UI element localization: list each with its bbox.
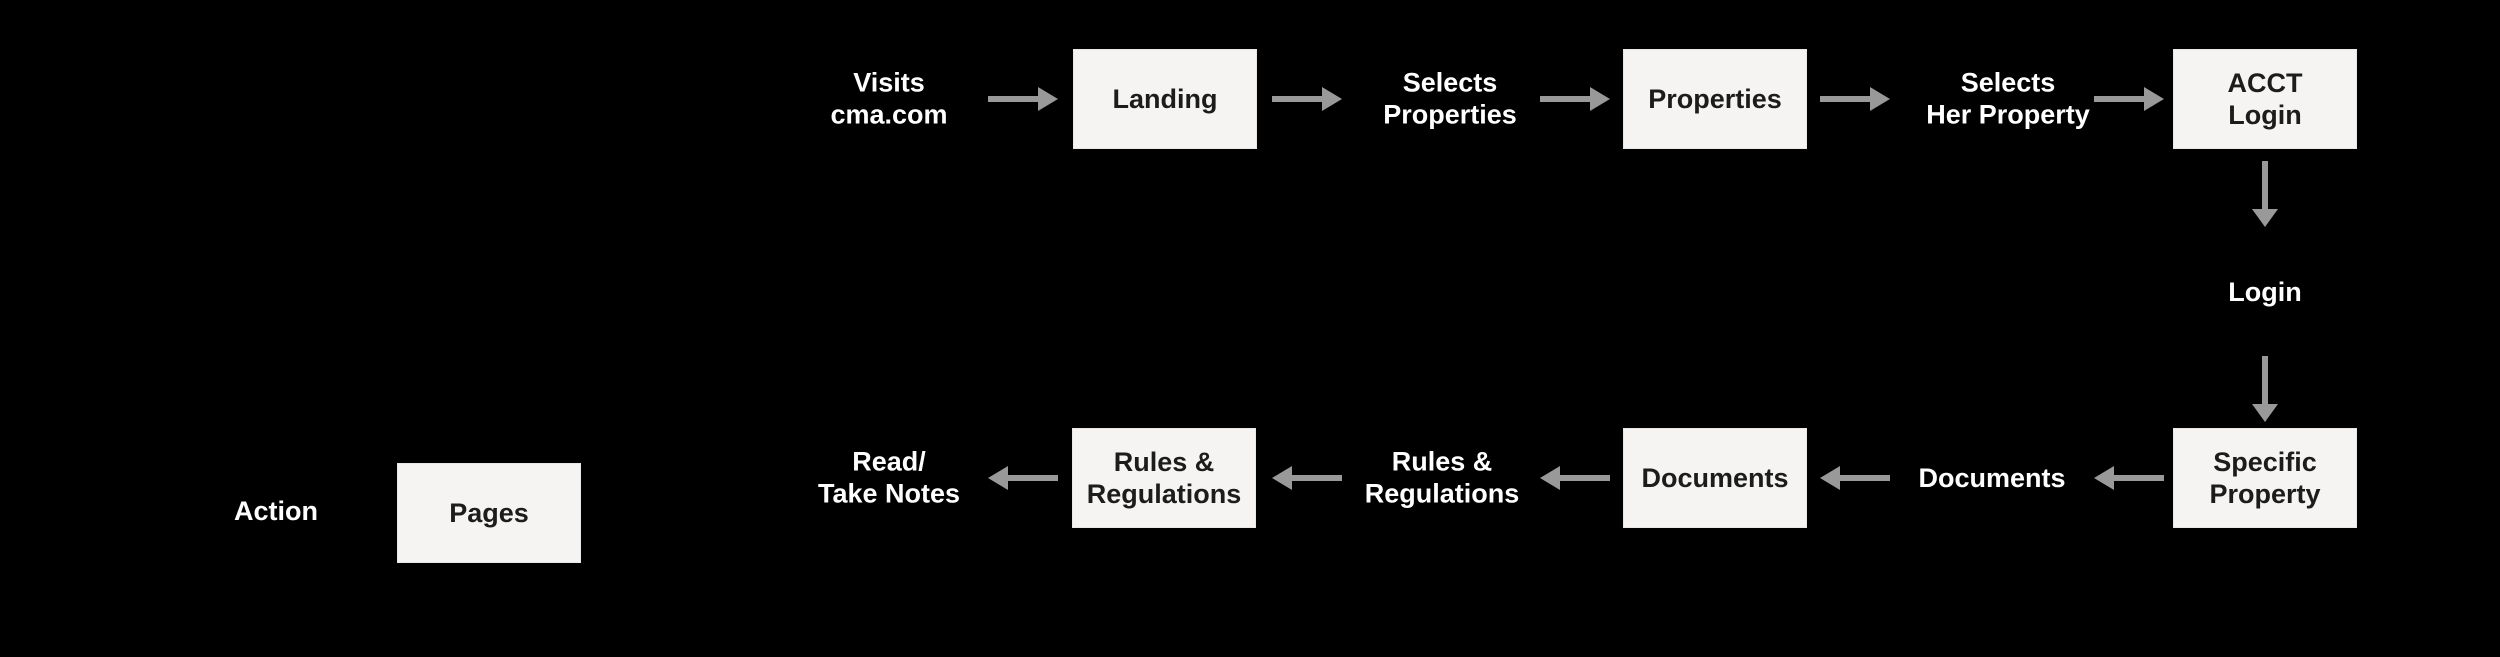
arrow-head [1590,87,1610,111]
page-box-landing: Landing [1073,49,1257,149]
arrow-shaft [1838,475,1890,481]
flow-label-documents: Documents [1918,462,2066,493]
arrow-shaft [2112,475,2164,481]
flow-label-rules-regulations: Rules & Regulations [1364,446,1520,509]
arrow-shaft [988,96,1040,102]
arrow-head [2252,404,2278,422]
arrow-head [1540,466,1560,490]
arrow-head [2144,87,2164,111]
arrow-head [988,466,1008,490]
arrow-down-icon [2252,356,2278,422]
arrow-shaft [1290,475,1342,481]
arrow-head [2252,209,2278,227]
page-box-properties: Properties [1623,49,1807,149]
flow-label-login: Login [2228,276,2302,307]
arrow-shaft [1558,475,1610,481]
legend-action-label: Action [234,495,318,526]
arrow-right-icon [1820,87,1890,111]
arrow-shaft [2262,161,2268,209]
arrow-left-icon [1540,466,1610,490]
arrow-head [1870,87,1890,111]
page-box-documents: Documents [1623,428,1807,528]
arrow-right-icon [1272,87,1342,111]
arrow-head [2094,466,2114,490]
arrow-right-icon [1540,87,1610,111]
arrow-shaft [2094,96,2146,102]
arrow-left-icon [2094,466,2164,490]
arrow-shaft [1820,96,1872,102]
arrow-down-icon [2252,161,2278,227]
arrow-right-icon [988,87,1058,111]
arrow-right-icon [2094,87,2164,111]
page-box-rules-regulations: Rules & Regulations [1072,428,1256,528]
arrow-left-icon [988,466,1058,490]
arrow-shaft [2262,356,2268,404]
legend-pages-box: Pages [397,463,581,563]
flow-label-selects-properties: Selects Properties [1383,67,1517,130]
arrow-left-icon [1820,466,1890,490]
arrow-left-icon [1272,466,1342,490]
flow-label-visits-cma: Visits cma.com [830,67,948,130]
arrow-head [1820,466,1840,490]
arrow-head [1038,87,1058,111]
flow-label-selects-her-property: Selects Her Property [1926,67,2090,130]
arrow-head [1272,466,1292,490]
arrow-shaft [1272,96,1324,102]
arrow-shaft [1006,475,1058,481]
arrow-head [1322,87,1342,111]
arrow-shaft [1540,96,1592,102]
page-box-specific-property: Specific Property [2173,428,2357,528]
page-box-acct-login: ACCT Login [2173,49,2357,149]
flow-label-read-take-notes: Read/ Take Notes [817,446,961,509]
